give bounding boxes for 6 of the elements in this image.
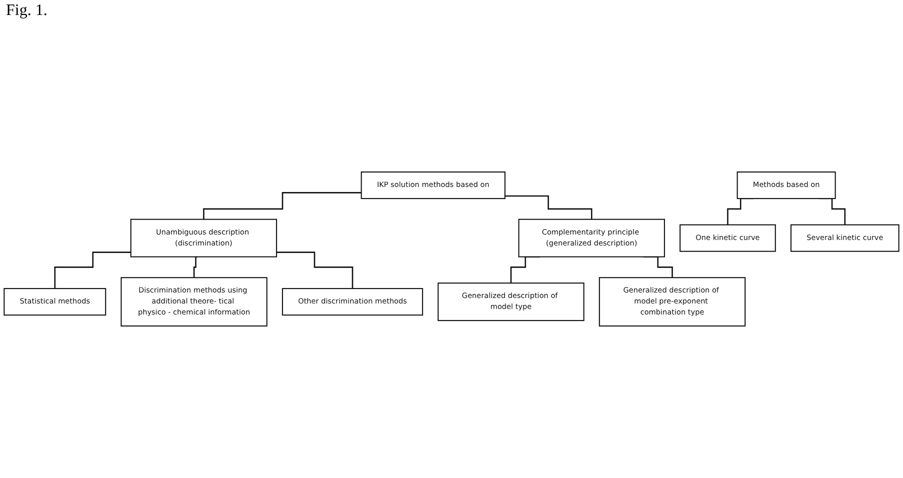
connector (504, 195, 592, 220)
figure-caption: Fig. 1. (6, 2, 48, 20)
connector (193, 256, 198, 278)
connector (54, 252, 131, 290)
connector (203, 192, 362, 220)
connector (276, 252, 354, 290)
